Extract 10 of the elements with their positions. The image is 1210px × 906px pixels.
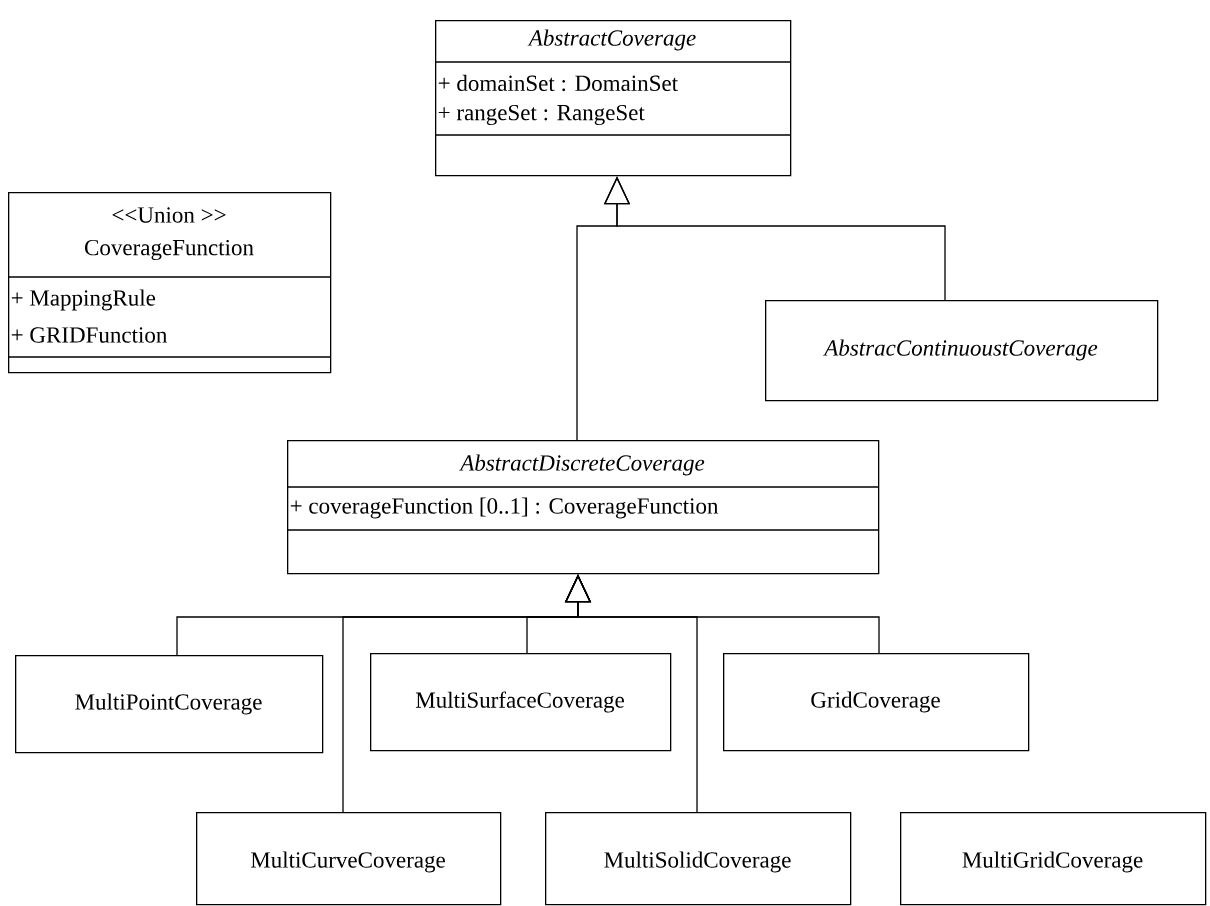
class-box: MultiCurveCoverage <box>196 812 502 906</box>
class-box: MultiSurfaceCoverage <box>370 653 672 752</box>
class-box: MultiGridCoverage <box>900 812 1207 906</box>
class-box: MultiPointCoverage <box>15 655 324 754</box>
class-box: AbstractDiscreteCoverage + coverageFunction [0..1] : CoverageFunction <box>286 440 880 575</box>
class-box: <<Union >> CoverageFunction + MappingRule + GRIDFunction <box>7 192 332 374</box>
class-box: MultiSolidCoverage <box>545 812 852 906</box>
class-box: GridCoverage <box>723 653 1030 752</box>
class-box: AbstracContinuoustCoverage <box>765 300 1159 402</box>
class-box: AbstractCoverage + domainSet : DomainSet + rangeSet : RangeSet <box>434 20 792 177</box>
